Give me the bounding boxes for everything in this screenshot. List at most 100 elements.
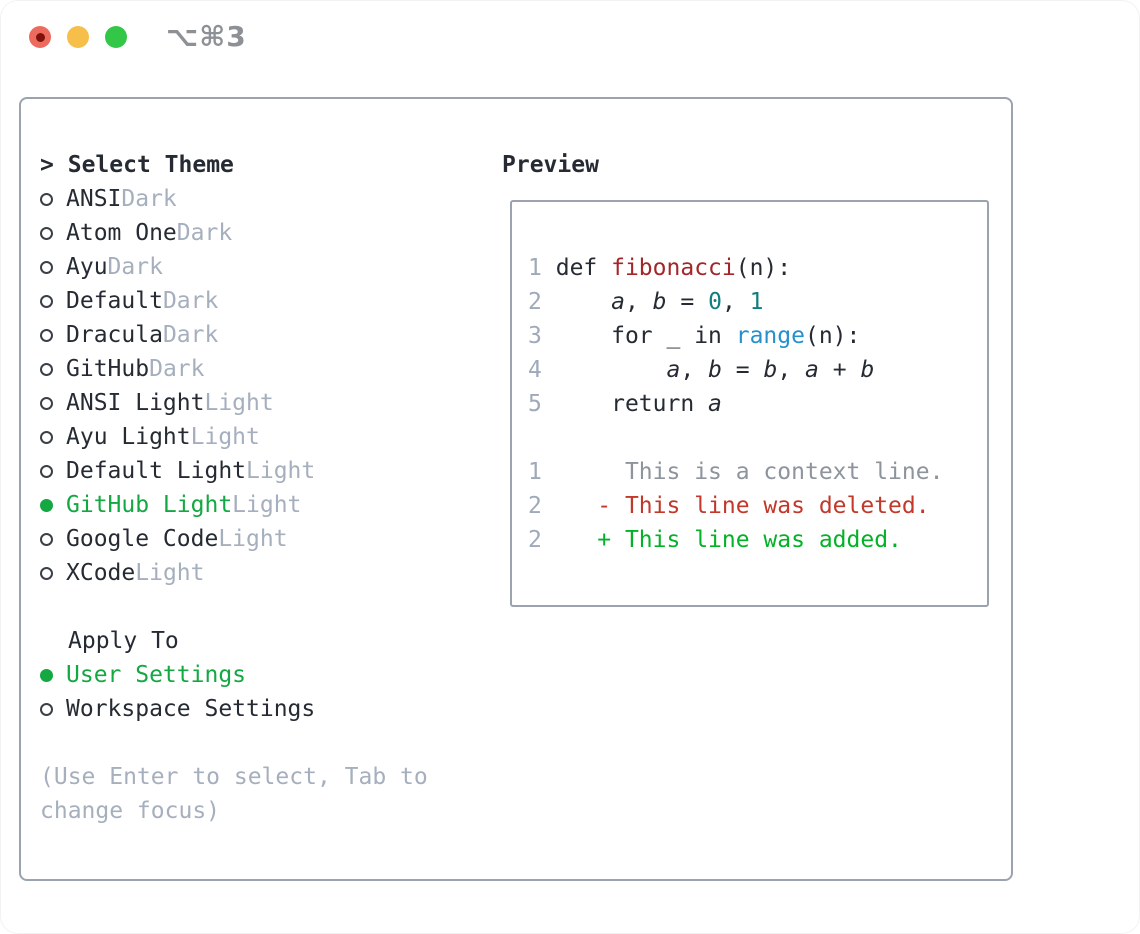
theme-variant-badge: Dark — [176, 220, 233, 246]
code-segment: (n): — [804, 323, 861, 349]
theme-variant-badge: Light — [204, 390, 274, 416]
code-segment: 1 — [749, 289, 764, 315]
code-segment: b — [652, 289, 667, 315]
radio-unselected-icon — [40, 702, 53, 716]
theme-option-ansi-light[interactable]: ANSI Light Light — [40, 386, 502, 420]
theme-variant-badge: Light — [246, 458, 316, 484]
line-number: 2 — [528, 493, 542, 519]
theme-variant-badge: Dark — [162, 322, 219, 348]
radio-unselected-icon — [40, 396, 53, 410]
zoom-button[interactable] — [105, 26, 127, 48]
close-button[interactable] — [29, 26, 51, 48]
theme-option-label: XCode — [66, 560, 136, 586]
theme-option-label: ANSI — [66, 186, 122, 212]
code-segment: , — [777, 357, 806, 383]
code-line: 5 return a — [528, 387, 987, 421]
code-line: 4 a, b = b, a + b — [528, 353, 987, 387]
code-segment: , — [721, 289, 750, 315]
radio-unselected-icon — [40, 464, 53, 478]
radio-unselected-icon — [40, 566, 53, 580]
line-number: 5 — [528, 391, 542, 417]
code-segment: return — [555, 391, 709, 417]
code-segment: for _ in — [555, 323, 736, 349]
line-number: 2 — [528, 527, 542, 553]
code-segment: , — [680, 357, 709, 383]
hint-text: (Use Enter to select, Tab to change focus… — [40, 760, 502, 828]
code-segment: This is a context line. — [555, 459, 944, 485]
code-segment: 0 — [708, 289, 722, 315]
hint-line: change focus) — [40, 798, 221, 824]
code-segment: = — [721, 357, 764, 383]
code-segment: + This line was added. — [555, 527, 902, 553]
section-gap — [40, 726, 502, 760]
line-number — [528, 425, 542, 451]
theme-option-github[interactable]: GitHub Dark — [40, 352, 502, 386]
select-theme-header-label: Select Theme — [67, 152, 234, 178]
theme-option-label: Dracula — [66, 322, 163, 348]
section-gap — [40, 590, 502, 624]
theme-option-label: GitHub Light — [66, 492, 233, 518]
code-segment: a — [666, 357, 681, 383]
window-title: ⌥⌘3 — [166, 20, 247, 53]
theme-option-label: GitHub — [66, 356, 150, 382]
code-segment: b — [763, 357, 778, 383]
code-segment: a — [708, 391, 722, 417]
theme-option-label: Default — [66, 288, 163, 314]
radio-unselected-icon — [40, 430, 53, 444]
radio-unselected-icon — [40, 192, 53, 206]
code-segment — [556, 289, 611, 315]
theme-option-atom-one[interactable]: Atom One Dark — [40, 216, 502, 250]
code-line: 2 - This line was deleted. — [528, 489, 987, 523]
line-number: 1 — [528, 459, 542, 485]
radio-unselected-icon — [40, 260, 53, 274]
line-number: 1 — [528, 255, 542, 281]
apply-to-header: Apply To — [40, 624, 502, 658]
code-segment: = — [666, 289, 709, 315]
apply-to-header-label: Apply To — [68, 628, 179, 654]
record-dot-icon — [35, 32, 45, 42]
preview-box: 1 def fibonacci (n): 2 a, b = 0, 1 3 for _ … — [510, 200, 989, 607]
theme-variant-badge: Light — [232, 492, 302, 518]
radio-selected-icon — [40, 668, 53, 682]
radio-unselected-icon — [40, 532, 53, 546]
line-number: 3 — [528, 323, 542, 349]
theme-option-dracula[interactable]: Dracula Dark — [40, 318, 502, 352]
theme-option-label: Ayu Light — [66, 424, 191, 450]
radio-selected-icon — [40, 498, 53, 512]
code-segment: fibonacci — [611, 255, 736, 281]
line-number: 2 — [528, 289, 542, 315]
code-segment: range — [735, 323, 805, 349]
theme-option-default[interactable]: Default Dark — [40, 284, 502, 318]
theme-option-default-light[interactable]: Default Light Light — [40, 454, 502, 488]
apply-option-label: User Settings — [66, 662, 247, 688]
traffic-lights — [29, 26, 127, 48]
theme-option-github-light[interactable]: GitHub Light Light — [40, 488, 502, 522]
radio-unselected-icon — [40, 294, 53, 308]
radio-unselected-icon — [40, 328, 53, 342]
theme-option-ansi[interactable]: ANSI Dark — [40, 182, 502, 216]
code-segment: def — [555, 255, 612, 281]
preview-header: Preview — [502, 152, 599, 178]
theme-variant-badge: Dark — [121, 186, 177, 212]
apply-option-user-settings[interactable]: User Settings — [40, 658, 502, 692]
theme-option-label: Ayu — [66, 254, 108, 280]
theme-variant-badge: Dark — [162, 288, 219, 314]
theme-option-label: Default Light — [66, 458, 247, 484]
hint-line: (Use Enter to select, Tab to — [40, 764, 428, 790]
apply-option-workspace-settings[interactable]: Workspace Settings — [40, 692, 502, 726]
code-line: 2 + This line was added. — [528, 523, 987, 557]
code-preview: 1 def fibonacci (n): 2 a, b = 0, 1 3 for _ … — [528, 251, 987, 557]
code-segment: a — [611, 289, 625, 315]
theme-option-ayu[interactable]: Ayu Dark — [40, 250, 502, 284]
code-line: 2 a, b = 0, 1 — [528, 285, 987, 319]
theme-option-google-code[interactable]: Google Code Light — [40, 522, 502, 556]
code-segment: + — [818, 357, 861, 383]
theme-variant-badge: Light — [218, 526, 288, 552]
theme-option-xcode[interactable]: XCode Light — [40, 556, 502, 590]
minimize-button[interactable] — [67, 26, 89, 48]
code-segment: a — [805, 357, 819, 383]
theme-option-ayu-light[interactable]: Ayu Light Light — [40, 420, 502, 454]
